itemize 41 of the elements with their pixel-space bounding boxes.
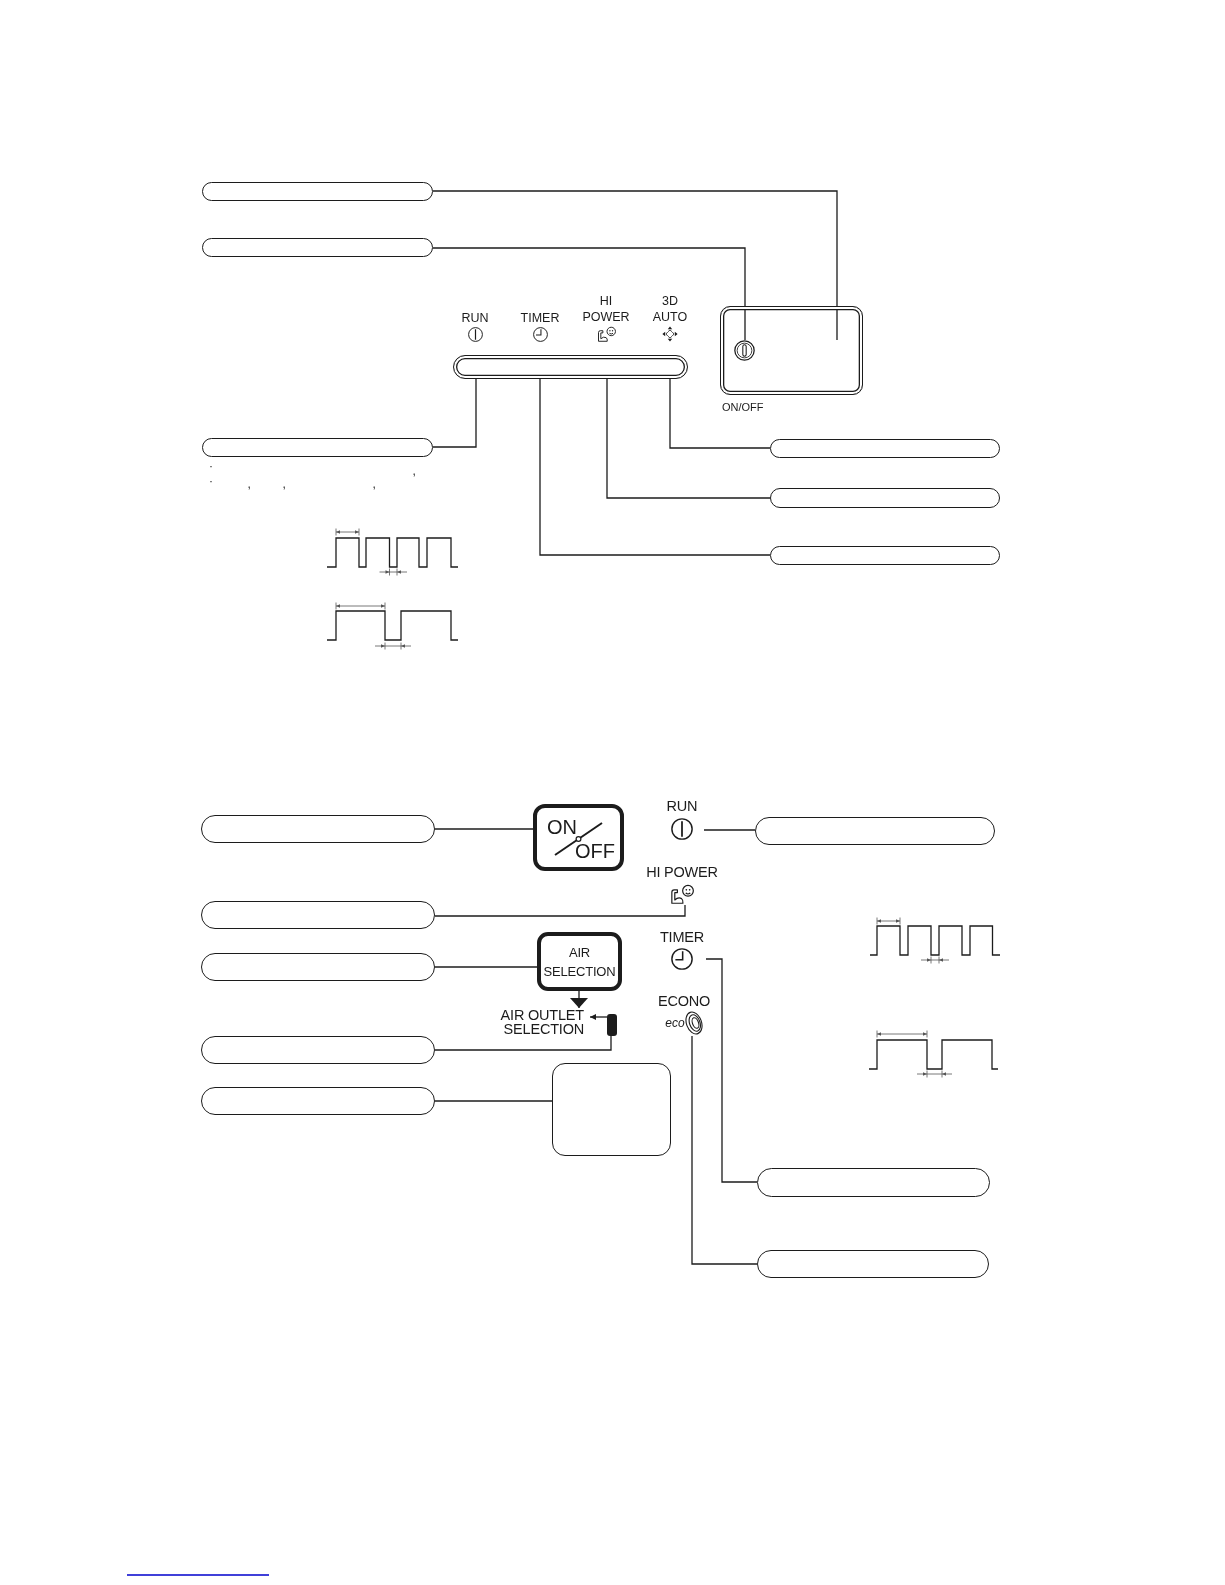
indicator-label: RUN [461, 311, 489, 325]
indicator-label: ECONO [657, 993, 711, 1009]
punctuation-mark: , [247, 477, 251, 490]
leader-line [434, 966, 538, 968]
arrow [589, 1014, 608, 1020]
icon-text: eco [665, 1016, 685, 1030]
indicator-label: 3D AUTO [651, 294, 689, 325]
indicator-label: AIR OUTLET SELECTION [490, 1008, 590, 1036]
leader-line [539, 378, 771, 556]
indicator-bar [453, 355, 688, 379]
leader-line [434, 1100, 553, 1102]
leader-line [432, 247, 746, 341]
display-panel [552, 1063, 671, 1156]
indicator-label: TIMER [659, 929, 705, 945]
leader-line [434, 904, 686, 917]
leader-line [669, 378, 771, 449]
button-label: OFF [575, 841, 615, 861]
leader-line [432, 378, 477, 448]
indicator-label: RUN [666, 798, 698, 814]
control-panel [720, 306, 863, 395]
round-button [734, 340, 755, 361]
remote-button [533, 804, 624, 871]
leader-line [705, 958, 758, 1183]
punctuation-mark: , [412, 465, 416, 477]
indicator-label: HI POWER [581, 294, 631, 325]
button-label: ON/OFF [722, 401, 764, 414]
leader-line [606, 378, 771, 499]
leader-line [434, 828, 534, 830]
remote-button: AIR SELECTION [537, 932, 622, 991]
button-label: ON [547, 817, 577, 837]
leader-line [432, 190, 838, 341]
punctuation-mark: · [209, 474, 213, 487]
leader-line [703, 829, 756, 831]
punctuation-mark: , [372, 477, 376, 490]
punctuation-mark: , [282, 477, 286, 490]
indicator-lamp [607, 1014, 617, 1036]
indicator-label: HI POWER [646, 864, 718, 880]
leader-line [691, 1035, 758, 1265]
punctuation-mark: · [209, 459, 213, 472]
leader-line [434, 1035, 612, 1051]
indicator-label: TIMER [520, 311, 560, 325]
